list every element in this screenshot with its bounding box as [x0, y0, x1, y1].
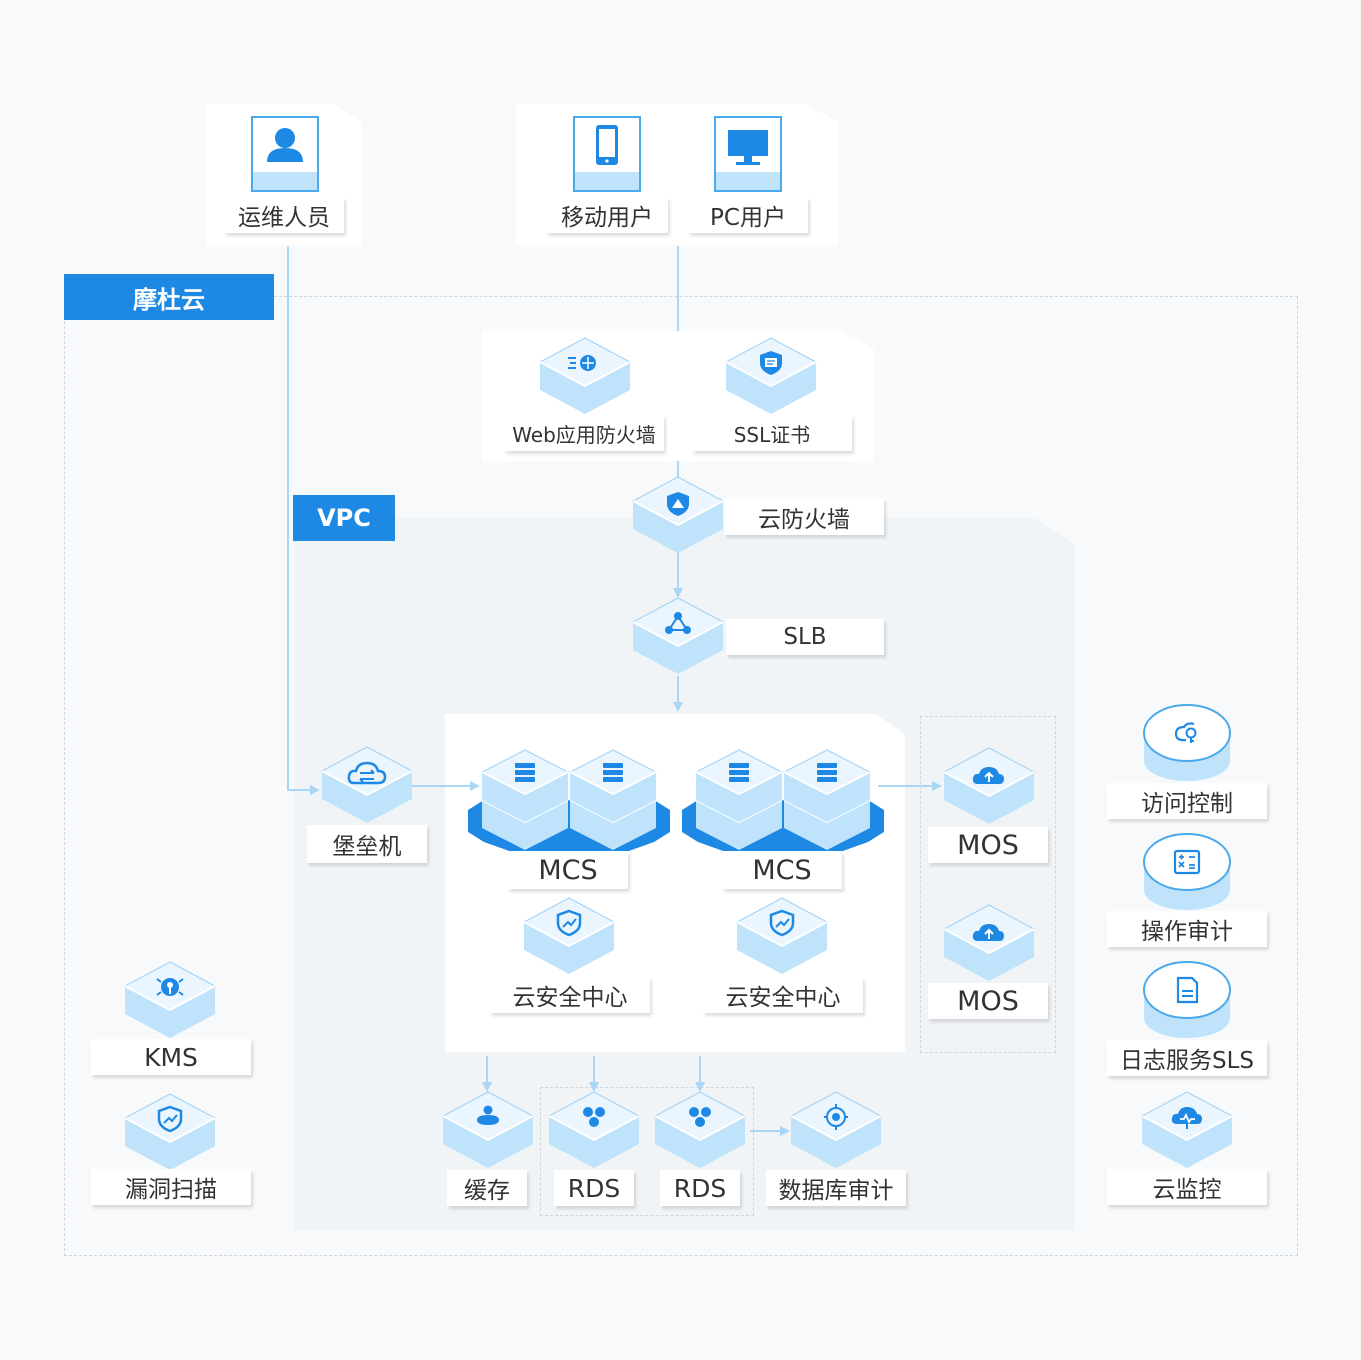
operation-audit-icon	[1142, 832, 1232, 914]
waf-shield-icon	[538, 336, 632, 416]
mos-storage-b-icon	[942, 903, 1036, 983]
security-center-b-icon	[735, 896, 829, 976]
vpc-region-tag: VPC	[293, 495, 395, 541]
db-audit-label: 数据库审计	[766, 1170, 906, 1206]
slb-label: SLB	[726, 619, 884, 655]
rds-b-label: RDS	[660, 1170, 740, 1206]
mcs-b-label: MCS	[722, 851, 842, 889]
mobile-phone-icon	[573, 116, 641, 196]
kms-label: KMS	[91, 1039, 251, 1075]
ops-to-bastion-line	[287, 246, 320, 795]
mobile-user-label: 移动用户	[546, 197, 668, 233]
vuln-scan-label: 漏洞扫描	[91, 1169, 251, 1205]
ssl-certificate-icon	[724, 336, 818, 416]
bastion-label: 堡垒机	[307, 825, 427, 863]
desktop-monitor-icon	[714, 116, 782, 196]
access-control-label: 访问控制	[1107, 783, 1267, 819]
rds-group	[540, 1087, 754, 1216]
cloud-monitor-icon	[1140, 1090, 1234, 1170]
mcs-cluster-a-icon	[466, 748, 672, 864]
log-service-icon	[1142, 960, 1232, 1042]
monitor-label: 云监控	[1107, 1169, 1267, 1205]
kms-key-icon	[123, 960, 217, 1040]
rds-database-a-icon	[547, 1090, 641, 1170]
rds-database-b-icon	[653, 1090, 747, 1170]
cloud-firewall-icon	[631, 475, 725, 555]
security-center-b-label: 云安全中心	[703, 977, 863, 1013]
mos-storage-a-icon	[942, 746, 1036, 826]
security-center-a-label: 云安全中心	[490, 977, 650, 1013]
pc-user-label: PC用户	[688, 197, 808, 233]
slb-load-balancer-icon	[631, 596, 725, 676]
ops-user-label: 运维人员	[224, 197, 344, 233]
mcs-a-label: MCS	[508, 851, 628, 889]
bastion-host-icon	[320, 745, 414, 825]
mos-b-label: MOS	[928, 983, 1048, 1019]
log-service-label: 日志服务SLS	[1107, 1040, 1267, 1076]
mcs-cluster-b-icon	[680, 748, 886, 864]
security-center-a-icon	[522, 896, 616, 976]
cache-icon	[441, 1090, 535, 1170]
firewall-label: 云防火墙	[724, 499, 884, 535]
waf-label: Web应用防火墙	[504, 415, 664, 451]
vulnerability-scan-icon	[123, 1092, 217, 1172]
mos-a-label: MOS	[928, 827, 1048, 863]
op-audit-label: 操作审计	[1107, 911, 1267, 947]
cache-label: 缓存	[447, 1170, 527, 1206]
access-control-icon	[1142, 703, 1232, 785]
mos-group	[920, 716, 1056, 1053]
ssl-label: SSL证书	[692, 415, 852, 451]
cloud-region	[64, 296, 1298, 1256]
ops-user-icon	[251, 116, 319, 196]
rds-a-label: RDS	[554, 1170, 634, 1206]
cloud-region-tag: 摩杜云	[64, 274, 274, 320]
database-audit-icon	[789, 1090, 883, 1170]
